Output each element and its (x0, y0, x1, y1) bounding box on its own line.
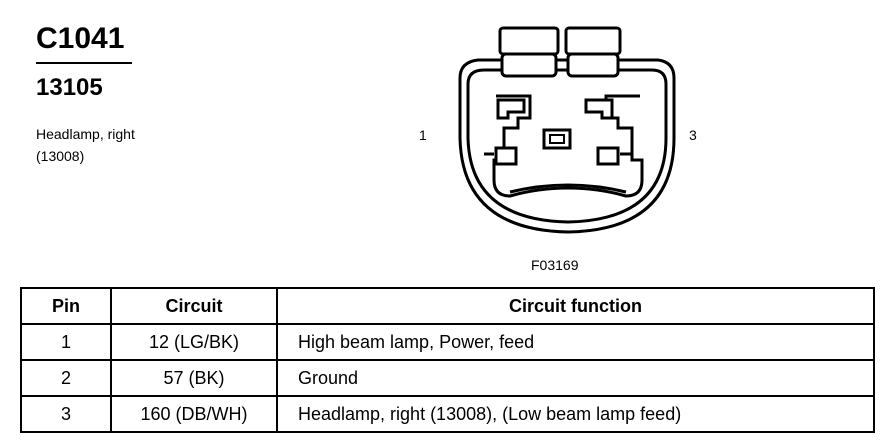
pin-label-left: 1 (419, 127, 427, 143)
connector-description-code: (13008) (36, 148, 85, 164)
terminal-pin-3-lower (596, 146, 632, 166)
header-pin: Pin (20, 287, 112, 325)
terminal-cavity-outline (492, 94, 644, 198)
locking-tab-left (498, 26, 560, 78)
terminal-pin-1-lower (484, 146, 518, 166)
cavity-bottom-ridge (509, 183, 627, 194)
table-row: 2 57 (BK) Ground (20, 359, 875, 397)
circuit-cell: 57 (BK) (110, 359, 278, 397)
pin-cell: 1 (20, 323, 112, 361)
header-circuit-function: Circuit function (276, 287, 875, 325)
connector-id: C1041 (36, 22, 125, 55)
function-cell: Ground (276, 359, 875, 397)
connector-outer-housing (458, 58, 676, 234)
locking-tab-right (564, 26, 622, 78)
function-cell: High beam lamp, Power, feed (276, 323, 875, 361)
terminal-pin-2 (542, 128, 572, 150)
connector-description: Headlamp, right (36, 126, 135, 142)
table-row: 3 160 (DB/WH) Headlamp, right (13008), (… (20, 395, 875, 433)
pin-table: Pin Circuit Circuit function 1 12 (LG/BK… (20, 287, 875, 433)
circuit-cell: 12 (LG/BK) (110, 323, 278, 361)
pin-label-right: 3 (689, 127, 697, 143)
function-cell: Headlamp, right (13008), (Low beam lamp … (276, 395, 875, 433)
circuit-cell: 160 (DB/WH) (110, 395, 278, 433)
pin-cell: 3 (20, 395, 112, 433)
table-header-row: Pin Circuit Circuit function (20, 287, 875, 325)
terminal-pin-3-upper (584, 98, 614, 120)
figure-code: F03169 (531, 257, 579, 273)
pin-cell: 2 (20, 359, 112, 397)
part-number: 13105 (36, 74, 103, 101)
header-circuit: Circuit (110, 287, 278, 325)
connector-id-underline (36, 62, 132, 64)
table-row: 1 12 (LG/BK) High beam lamp, Power, feed (20, 323, 875, 361)
connector-face-diagram (458, 26, 676, 234)
connector-inner-housing (466, 68, 668, 224)
terminal-pin-1-upper (496, 98, 526, 120)
